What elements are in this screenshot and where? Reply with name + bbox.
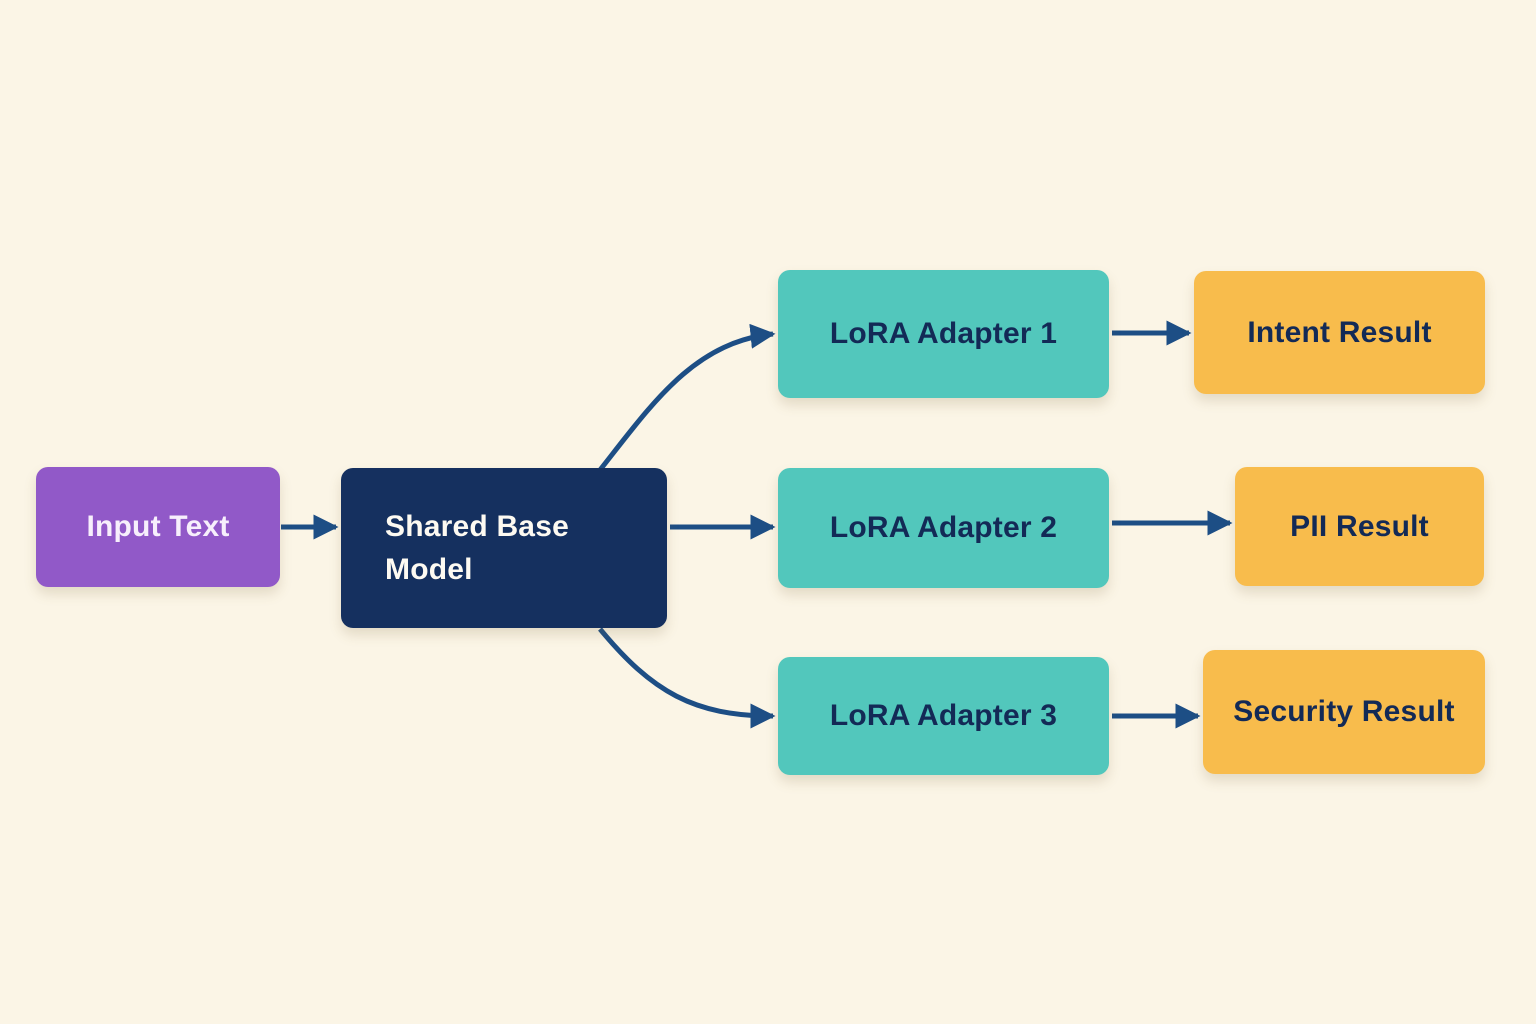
node-intent-result-label: Intent Result <box>1247 315 1432 349</box>
node-lora-adapter-1: LoRA Adapter 1 <box>778 270 1109 398</box>
node-lora-adapter-2-label: LoRA Adapter 2 <box>829 511 1058 544</box>
edge-shared-to-lora1-arrow <box>598 323 776 472</box>
node-shared-base-model: Shared Base Model <box>341 468 667 628</box>
node-security-result: Security Result <box>1203 650 1485 774</box>
edge-shared-to-lora3-arrow <box>598 627 776 729</box>
node-lora-adapter-3: LoRA Adapter 3 <box>778 657 1109 775</box>
node-lora-adapter-1-label: LoRA Adapter 1 <box>829 317 1058 350</box>
node-input-text: Input Text <box>36 467 280 587</box>
node-lora-adapter-3-label: LoRA Adapter 3 <box>829 699 1058 732</box>
node-input-text-label: Input Text <box>86 510 230 543</box>
node-intent-result: Intent Result <box>1194 271 1485 394</box>
node-pii-result-label: PII Result <box>1290 509 1429 543</box>
node-security-result-label: Security Result <box>1233 695 1455 728</box>
node-pii-result: PII Result <box>1235 467 1484 586</box>
node-shared-base-model-label: Shared Base Model <box>385 509 569 587</box>
node-lora-adapter-2: LoRA Adapter 2 <box>778 468 1109 588</box>
